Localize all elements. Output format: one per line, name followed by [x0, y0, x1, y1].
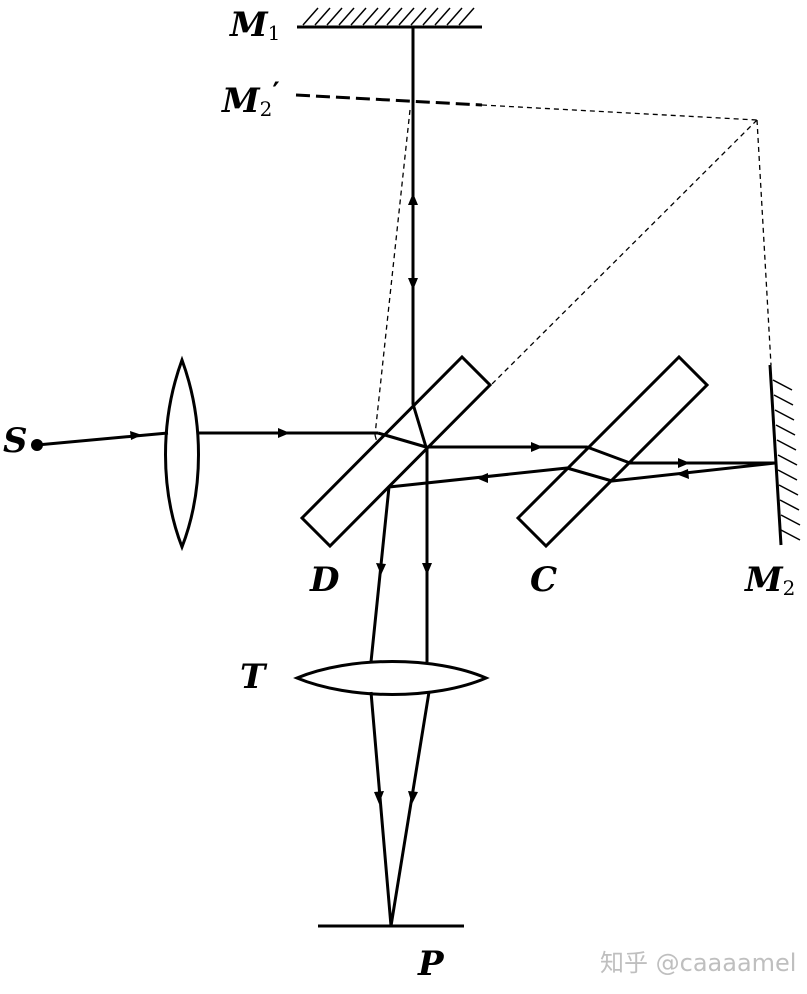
label-c: C	[530, 560, 557, 600]
ray-arrowheads	[130, 193, 690, 804]
watermark-text: 知乎 @caaaamel	[600, 949, 796, 977]
virtual-mirror-m2-prime	[295, 93, 483, 107]
label-m2-prime: M2′	[221, 76, 280, 121]
label-m2: M2	[744, 560, 795, 600]
mirror-m1	[297, 7, 482, 29]
light-rays	[36, 27, 776, 928]
mirror-m2	[768, 364, 801, 546]
label-p: P	[417, 944, 445, 984]
collimating-lens	[164, 355, 200, 552]
label-t: T	[240, 657, 268, 697]
label-d: D	[309, 560, 340, 600]
beam-splitter-d	[299, 354, 493, 549]
label-s: S	[3, 421, 28, 461]
label-m1: M1	[229, 5, 280, 45]
construction-dashed-lines	[374, 104, 772, 488]
focusing-lens-t	[293, 660, 490, 696]
compensator-plate-c	[515, 354, 710, 549]
